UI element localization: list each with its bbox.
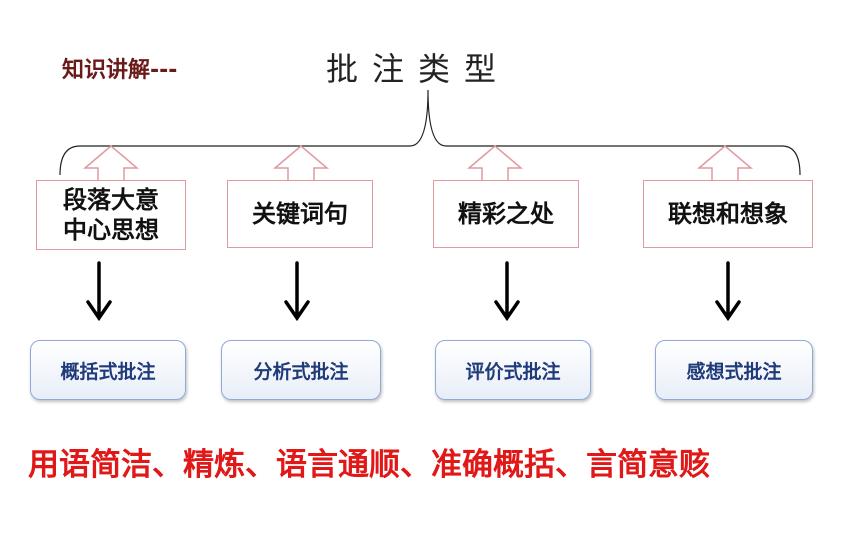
category-box-highlights: 精彩之处 [433,180,579,248]
type-box-reflection: 感想式批注 [655,340,813,400]
down-arrow-icon [86,261,112,322]
up-arrow-icon [466,145,524,182]
summary-text: 用语简洁、精炼、语言通顺、准确概括、言简意赅 [28,447,710,483]
up-arrow-icon [696,145,754,182]
type-box-analysis: 分析式批注 [221,340,381,400]
type-box-summary: 概括式批注 [30,340,186,400]
brace-shape [59,89,801,176]
type-box-evaluation: 评价式批注 [435,340,591,400]
down-arrow-icon [284,261,310,322]
down-arrow-icon [494,261,520,322]
up-arrow-icon [82,145,140,182]
section-label: 知识讲解--- [62,58,178,83]
category-box-key-sentences: 关键词句 [227,180,373,248]
down-arrow-icon [715,261,741,322]
page-title: 批注类型 [326,50,511,88]
up-arrow-icon [272,145,330,182]
category-box-imagination: 联想和想象 [643,180,813,248]
category-box-main-idea: 段落大意 中心思想 [36,180,186,250]
